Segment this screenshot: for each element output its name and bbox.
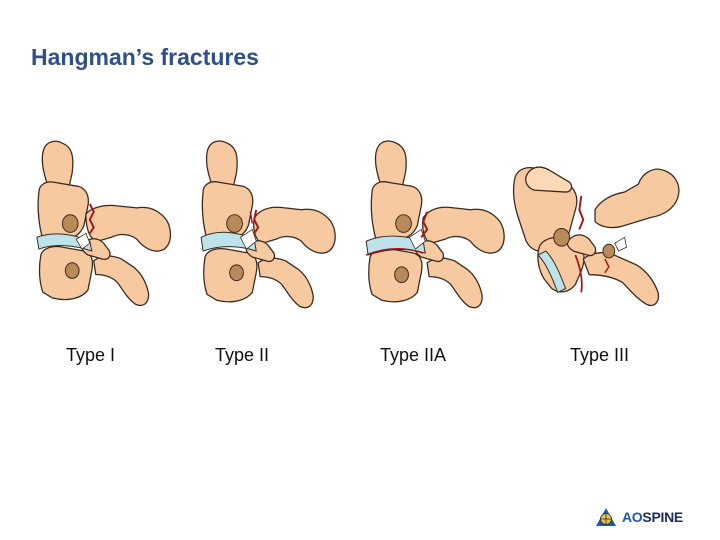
caption-type-1: Type I — [66, 345, 115, 366]
vertebra-illustration-type-2a — [360, 135, 512, 317]
vertebra-illustration-type-3 — [508, 135, 688, 317]
logo-spine-text: SPINE — [642, 509, 683, 525]
aospine-emblem-icon — [594, 506, 618, 528]
vertebra-illustration-type-2 — [193, 135, 345, 317]
figure-type-2a — [360, 135, 512, 317]
vertebra-illustration-type-1 — [33, 135, 180, 317]
figure-type-2 — [193, 135, 345, 317]
caption-type-2a: Type IIA — [380, 345, 446, 366]
caption-type-3: Type III — [570, 345, 629, 366]
figure-type-1 — [33, 135, 180, 317]
caption-type-2: Type II — [215, 345, 269, 366]
page-title: Hangman’s fractures — [31, 44, 259, 71]
logo-ao-text: AO — [622, 509, 642, 525]
figure-type-3 — [508, 135, 688, 317]
aospine-logo: AOSPINE — [594, 505, 683, 529]
